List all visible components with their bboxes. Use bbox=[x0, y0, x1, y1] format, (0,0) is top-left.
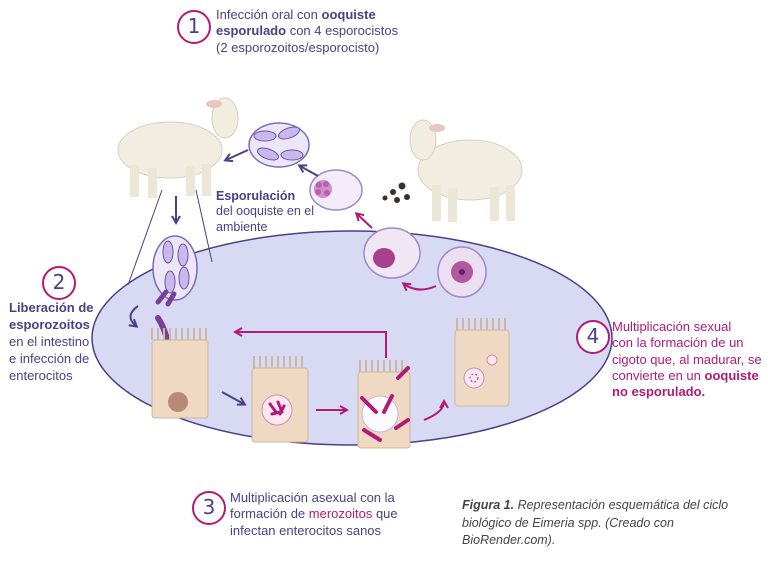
sporulation-line3: ambiente bbox=[216, 219, 268, 234]
enterocyte-cell-4 bbox=[454, 318, 510, 407]
sporulation-title: Esporulación bbox=[216, 189, 296, 203]
caption-text: Representación esquemática del ciclo bio… bbox=[462, 498, 729, 547]
cycle-arrows bbox=[130, 149, 444, 421]
step-3-line2-suffix: que bbox=[372, 506, 398, 522]
sporulating-oocyst-icon bbox=[309, 169, 363, 211]
step-4-line4-prefix: convierte en un bbox=[612, 367, 705, 383]
step-3-line2-highlight: merozoitos bbox=[308, 506, 373, 522]
arrow-into-intestine bbox=[130, 305, 139, 326]
arrow-sporulating-to-sporulated bbox=[300, 166, 319, 177]
step-4-line1: Multiplicación sexual bbox=[612, 319, 732, 334]
step-4-text: Multiplicación sexual con la formación d… bbox=[612, 319, 762, 400]
arrow-cell3-to-cell4 bbox=[423, 402, 444, 421]
step-2-line3: en el intestino bbox=[9, 333, 90, 349]
arrow-cell1-to-cell2 bbox=[221, 391, 244, 404]
arrow-zygote-to-oocyst bbox=[404, 284, 437, 290]
step-1-line2-rest: con 4 esporocistos bbox=[286, 23, 399, 39]
step-1-text: Infección oral con ooquiste esporulado c… bbox=[216, 7, 436, 56]
excysting-oocyst-icon bbox=[152, 235, 198, 307]
arrow-unsporulated-to-sporulating bbox=[357, 214, 373, 229]
sporulated-oocyst-icon bbox=[248, 122, 310, 168]
unsporulated-oocyst-icon bbox=[363, 227, 421, 279]
step-3-text: Multiplicación asexual con la formación … bbox=[230, 490, 450, 539]
step-3-badge: 3 bbox=[192, 491, 226, 525]
step-3-line3: infectan enterocitos sanos bbox=[230, 522, 382, 538]
step-3-line2-prefix: formación de bbox=[230, 506, 309, 522]
step-1-badge: 1 bbox=[177, 10, 211, 44]
zoom-lines bbox=[127, 189, 213, 286]
step-3-line1: Multiplicación asexual con la bbox=[230, 490, 395, 505]
step-2-text: Liberación de esporozoitos en el intesti… bbox=[9, 300, 129, 384]
caption-label: Figura 1. bbox=[462, 498, 515, 512]
enterocyte-cell-2 bbox=[251, 356, 309, 443]
step-2-line5: enterocitos bbox=[9, 367, 73, 383]
lamb-left-icon bbox=[117, 97, 239, 198]
step-4-badge: 4 bbox=[576, 320, 610, 354]
step-1-line2-bold: esporulado bbox=[216, 23, 287, 39]
step-1-line1-prefix: Infección oral con bbox=[216, 7, 322, 22]
arrow-cell3-back bbox=[236, 332, 387, 358]
feces-icon bbox=[382, 182, 410, 203]
step-2-line1: Liberación de bbox=[9, 300, 94, 315]
step-4-line5-bold: no esporulado. bbox=[612, 384, 706, 399]
step-1-line1-bold: ooquiste bbox=[321, 7, 376, 22]
step-4-line3: cigoto que, al madurar, se bbox=[612, 351, 762, 367]
step-2-line2: esporozoitos bbox=[9, 316, 90, 332]
enterocyte-cell-1 bbox=[151, 328, 209, 419]
step-4-line2: con la formación de un bbox=[612, 335, 744, 351]
step-1-line3: (2 esporozoitos/esporocisto) bbox=[216, 39, 380, 55]
arrow-sporulated-to-lamb bbox=[226, 149, 249, 160]
step-2-line4: e infección de bbox=[9, 350, 90, 366]
step-2-badge: 2 bbox=[42, 266, 76, 300]
sporulation-text: Esporulación del ooquiste en el ambiente bbox=[216, 189, 346, 235]
enterocyte-cell-3 bbox=[357, 360, 411, 449]
lamb-right-icon bbox=[409, 119, 523, 222]
zygote-icon bbox=[437, 246, 487, 298]
sporulation-line2: del ooquiste en el bbox=[216, 204, 314, 219]
figure-caption: Figura 1. Representación esquemática del… bbox=[462, 497, 762, 550]
step-4-line4-bold: ooquiste bbox=[704, 367, 759, 383]
